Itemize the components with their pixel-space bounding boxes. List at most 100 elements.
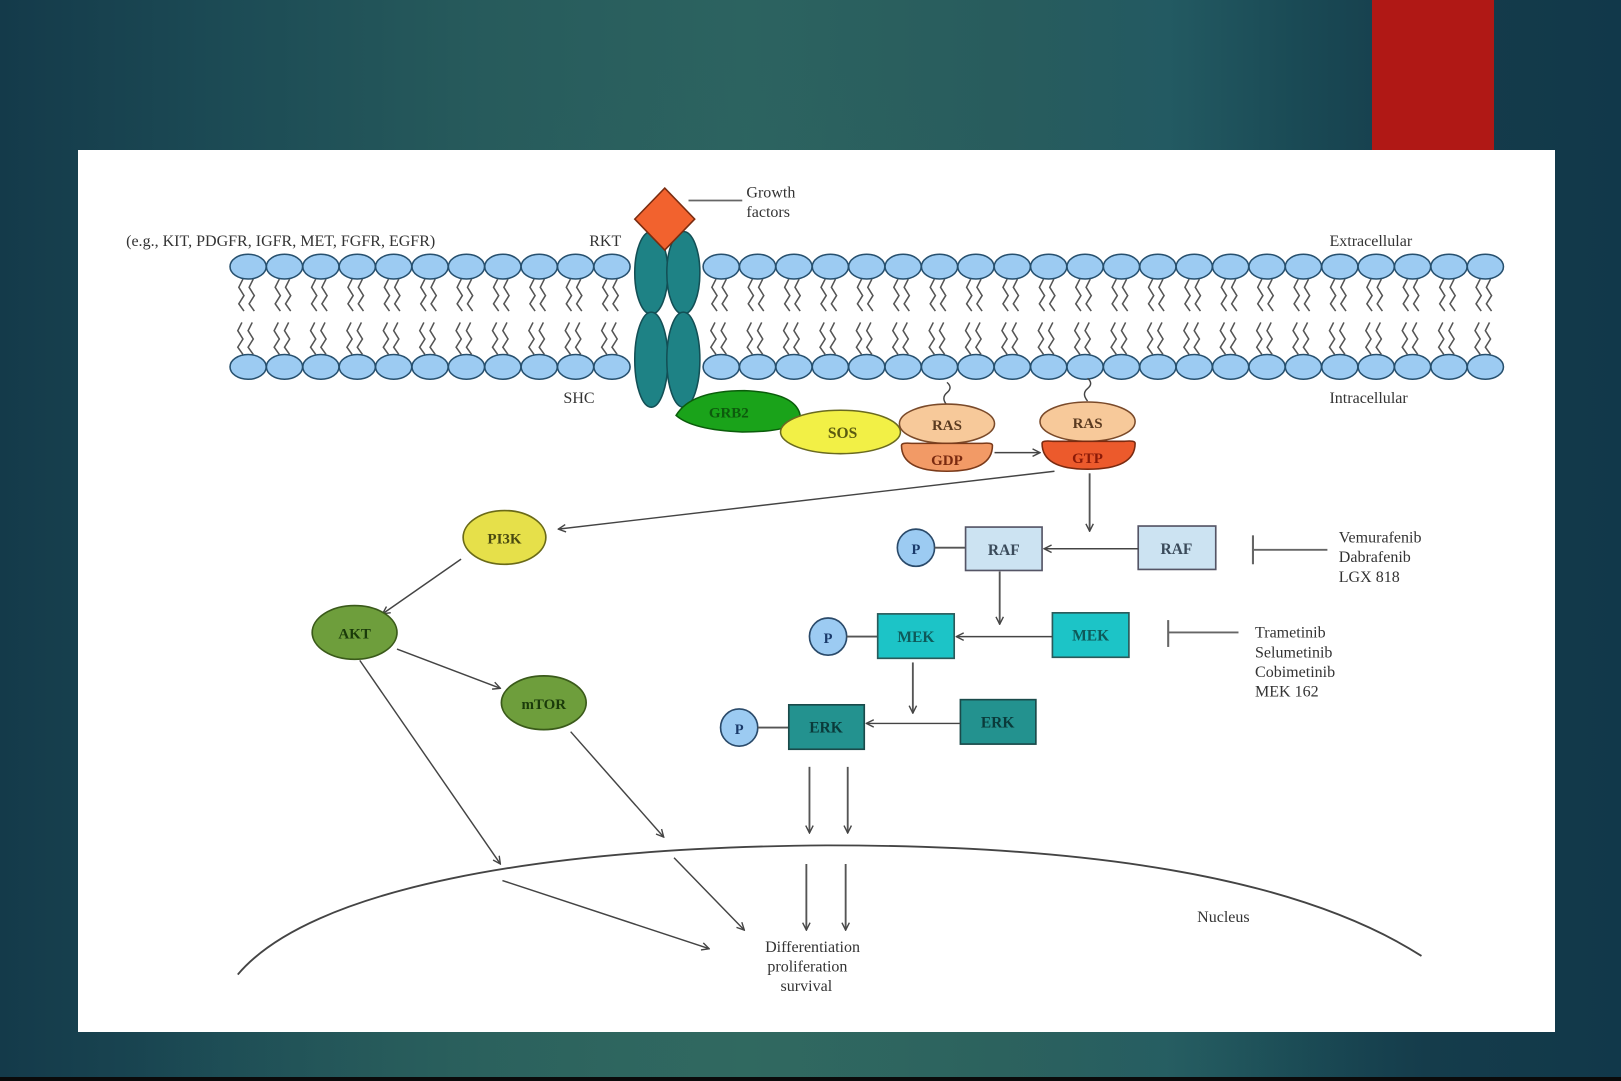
raf-inactive-label: RAF [1161, 541, 1193, 558]
lipid-tail [431, 279, 436, 311]
pi3k-to-akt-arrow [383, 559, 462, 614]
lipid-head [958, 354, 994, 379]
lipid-head [1394, 354, 1430, 379]
ras-to-pi3k-arrow [558, 471, 1054, 529]
lipid-tail [966, 322, 971, 354]
lipid-tail [977, 279, 982, 311]
lipid-tail [239, 279, 244, 311]
lipid-tail [1002, 322, 1007, 354]
lipid-tail [322, 279, 327, 311]
lipid-head [1358, 354, 1394, 379]
lipid-head [1358, 254, 1394, 279]
lipid-tail [722, 279, 727, 311]
lipid-tail [1340, 322, 1345, 354]
lipid-head [448, 254, 484, 279]
lipid-tail [1377, 279, 1382, 311]
lipid-heads-outer [230, 254, 1503, 279]
lipid-tail [1402, 322, 1407, 354]
lipid-tail [784, 322, 789, 354]
grb2-label: GRB2 [709, 406, 749, 422]
lipid-head [1213, 354, 1249, 379]
lipid-tail [504, 279, 509, 311]
lipid-tail [1185, 279, 1190, 311]
lipid-tail [759, 279, 764, 311]
raf-inhibitor-item: Vemurafenib [1339, 530, 1422, 547]
ras-active-label: RAS [1073, 416, 1103, 432]
lipid-tail [1440, 279, 1445, 311]
mek-inactive-label: MEK [1072, 628, 1109, 645]
outcome-line: survival [781, 978, 833, 995]
lipid-tail [940, 322, 945, 354]
lipid-head [1322, 354, 1358, 379]
lipid-tail [1413, 322, 1418, 354]
lipid-tail [358, 279, 363, 311]
erk-inactive-label: ERK [981, 715, 1015, 732]
lipid-tail [321, 322, 326, 354]
mtor-label: mTOR [521, 697, 566, 713]
lipid-tail [1003, 279, 1008, 311]
lipid-tail [1486, 279, 1491, 311]
lipid-tail [758, 322, 763, 354]
lipid-head [339, 254, 375, 279]
ras-inactive-label: RAS [932, 418, 962, 434]
lipid-tail [967, 279, 972, 311]
lipid-head [485, 354, 521, 379]
lipid-head [1067, 354, 1103, 379]
lipid-tail [820, 322, 825, 354]
lipid-tail [1013, 279, 1018, 311]
lipid-tail [311, 322, 316, 354]
gdp-label: GDP [931, 453, 963, 469]
lipid-tail [467, 279, 472, 311]
lipid-tail [1231, 322, 1236, 354]
lipid-tail [1085, 322, 1090, 354]
lipid-head [1031, 254, 1067, 279]
lipid-head [812, 354, 848, 379]
growth-factors-label-line2: factors [746, 204, 790, 221]
lipid-head [994, 354, 1030, 379]
lipid-tail [1086, 279, 1091, 311]
lipid-tail [1304, 279, 1309, 311]
lipid-tail [430, 322, 435, 354]
rkt-label: RKT [589, 233, 621, 250]
mek-phosphate-label: P [824, 631, 833, 647]
lipid-tail [285, 322, 290, 354]
lipid-head [1467, 354, 1503, 379]
erk-phosphorylated-label: ERK [809, 720, 843, 737]
lipid-head [1176, 354, 1212, 379]
lipid-tail [420, 322, 425, 354]
lipid-head [1467, 254, 1503, 279]
lipid-tail [603, 279, 608, 311]
outcome-line: Differentiation [765, 939, 860, 956]
lipid-tail [394, 322, 399, 354]
lipid-tail [612, 322, 617, 354]
lipid-tail [1303, 322, 1308, 354]
mek-inhibitor-item: Trametinib [1255, 625, 1326, 642]
lipid-head [521, 254, 557, 279]
lipid-tail [1220, 322, 1225, 354]
lipid-head [485, 254, 521, 279]
mek-phosphorylated-label: MEK [897, 629, 934, 646]
lipid-tail [494, 279, 499, 311]
ras-active-membrane-anchor [1084, 378, 1090, 401]
shc-label: SHC [563, 390, 594, 407]
lipid-head [1285, 354, 1321, 379]
lipid-tail [721, 322, 726, 354]
lipid-tail [795, 279, 800, 311]
lipid-tail [1159, 279, 1164, 311]
cell-membrane [230, 254, 1503, 379]
receptor-examples-label: (e.g., KIT, PDGFR, IGFR, MET, FGFR, EGFR… [126, 233, 435, 250]
lipid-head [376, 354, 412, 379]
lipid-tail [503, 322, 508, 354]
lipid-tail [1476, 279, 1481, 311]
raf-inhibitor-item: LGX 818 [1339, 569, 1400, 586]
lipid-tail [1149, 279, 1154, 311]
lipid-tail [903, 322, 908, 354]
lipid-tail [577, 279, 582, 311]
lipid-head [739, 254, 775, 279]
lipid-tail [383, 322, 388, 354]
lipid-tail [747, 322, 752, 354]
lipid-tail [894, 279, 899, 311]
lipid-tail [384, 279, 389, 311]
lipid-tail [1341, 279, 1346, 311]
lipid-tail [274, 322, 279, 354]
